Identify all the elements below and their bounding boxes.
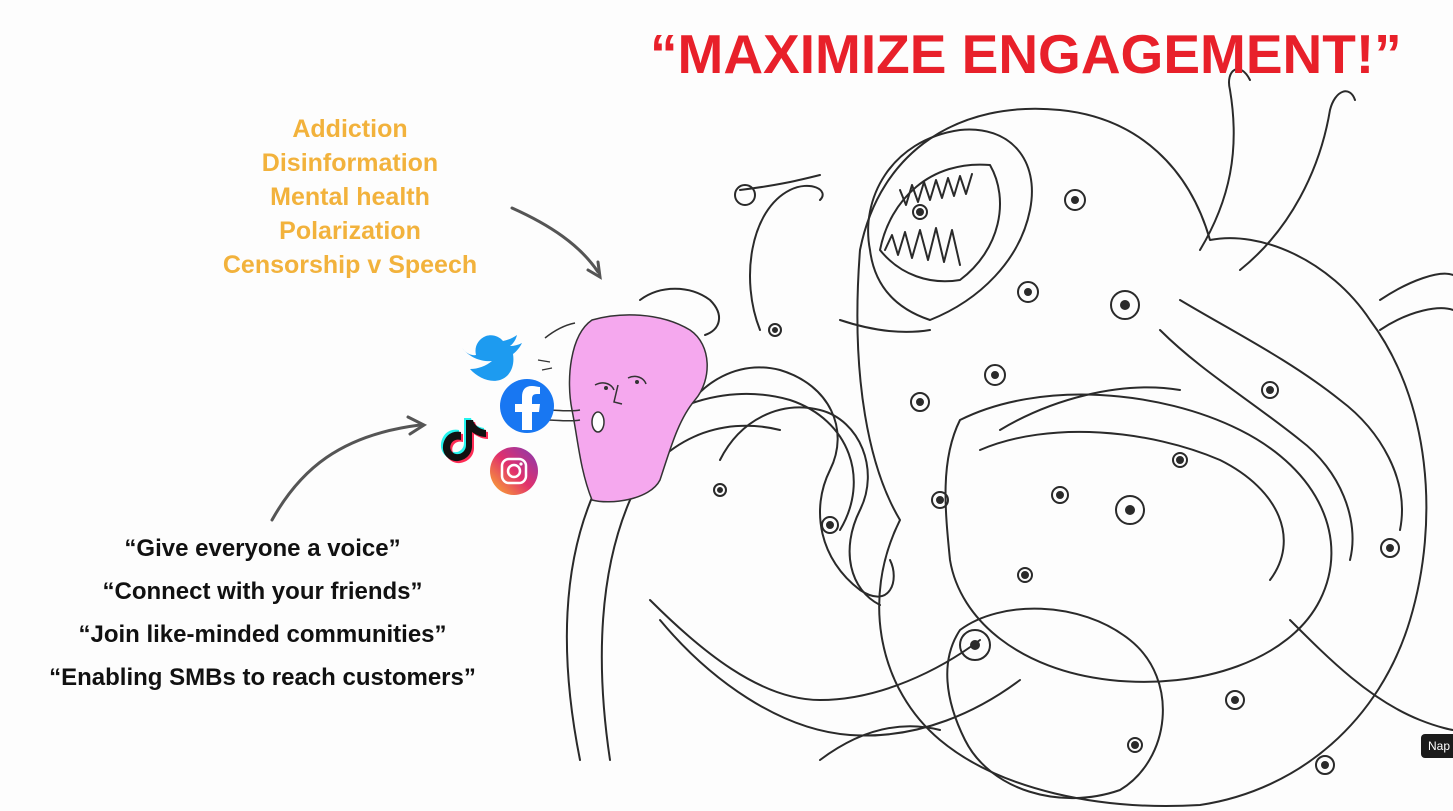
tentacle <box>749 184 824 331</box>
problem-item: Disinformation <box>261 149 439 177</box>
monster-teeth <box>884 173 973 266</box>
slogan-item: “Enabling SMBs to reach customers” <box>49 664 476 691</box>
tentacle <box>1289 619 1453 731</box>
tentacle <box>659 619 1021 737</box>
tentacle <box>1379 307 1453 331</box>
monster-eye <box>912 204 928 220</box>
arrow-to-face <box>510 206 600 274</box>
slide-title: “MAXIMIZE ENGAGEMENT!” <box>650 23 1402 85</box>
tentacle <box>679 366 895 598</box>
problem-item: Censorship v Speech <box>222 251 478 279</box>
tentacle <box>600 424 781 761</box>
monster-mouth <box>879 163 1001 283</box>
monster-body <box>856 107 1428 807</box>
instagram-icon <box>490 447 538 495</box>
problem-item: Addiction <box>292 115 408 143</box>
problems-list: Addiction Disinformation Mental health P… <box>190 112 510 282</box>
slogans-list: “Give everyone a voice” “Connect with yo… <box>10 527 515 699</box>
monster-head <box>867 128 1033 321</box>
slogan-item: “Give everyone a voice” <box>124 535 401 562</box>
tentacle <box>649 599 981 701</box>
tentacle <box>719 406 881 606</box>
tentacle <box>1379 272 1453 301</box>
tiktok-icon <box>440 418 488 464</box>
slogan-item: “Join like-minded communities” <box>78 621 447 648</box>
tentacle <box>1199 68 1251 251</box>
twitter-bird-icon <box>462 335 522 381</box>
tentacle <box>1239 90 1356 271</box>
face <box>537 314 708 503</box>
tentacle <box>1179 299 1403 531</box>
slogan-item: “Connect with your friends” <box>102 578 423 605</box>
name-badge: Nap <box>1421 734 1453 758</box>
arrow-to-logos <box>270 423 422 522</box>
problem-item: Polarization <box>279 217 421 245</box>
tentacle <box>819 725 941 761</box>
tentacle <box>1159 329 1354 561</box>
problem-item: Mental health <box>270 183 430 211</box>
tentacle <box>999 386 1181 431</box>
facebook-icon <box>500 379 554 433</box>
